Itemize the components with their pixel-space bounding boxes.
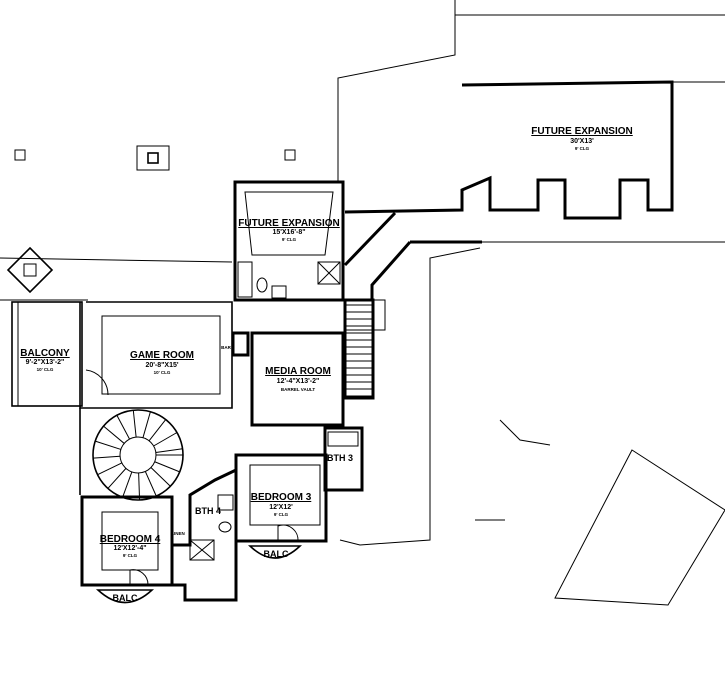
spiral-tread [107,468,127,489]
roof-vents [6,145,296,294]
linen-label: LINEN [171,531,185,536]
spiral-tread [103,425,125,444]
room-ceiling: 10' CLG [154,370,171,375]
spiral-tread [150,467,171,487]
bedroom-4: BEDROOM 4 12'X12'-4" 9' CLG BALC [80,495,174,604]
room-size: 15'X16'-8" [272,229,305,236]
spiral-tread [154,461,180,473]
detached-structure [554,449,725,606]
room-size: 12'X12'-4" [113,545,146,552]
spiral-stair [79,408,184,501]
room-name: BEDROOM 4 [100,534,161,545]
spiral-tread [132,410,137,438]
room-size: 9'-2"X13'-2" [26,359,65,366]
room-ceiling: 9' CLG [123,553,138,558]
spiral-tread [116,415,130,440]
room-ceiling: 9' CLG [575,146,590,151]
spiral-tread [97,462,123,476]
room-ceiling: 9' CLG [282,237,297,242]
room-ceiling: BARREL VAULT [281,387,316,392]
room-name: GAME ROOM [130,350,194,361]
future-expansion-large: FUTURE EXPANSION 30'X13' 9' CLG [343,80,674,300]
balc-label: BALC [264,549,289,559]
media-room: MEDIA ROOM 12'-4"X13'-2" BARREL VAULT [250,331,345,427]
roof-outline [0,0,725,606]
spiral-tread [142,411,151,438]
room-name: BALCONY [20,348,70,359]
future-expansion-small: FUTURE EXPANSION 15'X16'-8" 9' CLG [233,180,345,302]
bath-4: BTH 4 LINEN [170,455,238,602]
spiral-tread [155,448,183,453]
balc-label: BALC [113,593,138,603]
spiral-tread [153,432,178,447]
spiral-tread [95,440,122,450]
room-ceiling: 10' CLG [37,367,54,372]
spiral-tread [138,472,141,500]
bar-label: BAR [221,345,231,350]
chimney-icon [6,246,54,294]
room-name: BTH 3 [327,453,353,463]
room-size: 30'X13' [570,138,594,145]
main-stair [343,298,386,400]
room-size: 20'-8"X15' [145,362,178,369]
room-name: FUTURE EXPANSION [531,126,633,137]
spiral-tread [148,419,167,442]
room-size: 12'-4"X13'-2" [277,378,320,385]
room-name: BEDROOM 3 [251,492,312,503]
spiral-tread [93,455,121,459]
room-name: BTH 4 [195,506,221,516]
spiral-tread [122,471,133,498]
room-ceiling: 9' CLG [274,512,289,517]
room-name: FUTURE EXPANSION [238,218,340,229]
room-name: MEDIA ROOM [265,366,331,377]
spiral-tread [144,471,157,497]
bath-3: BTH 3 [323,426,364,492]
room-size: 12'X12' [269,504,293,511]
game-room: GAME ROOM 20'-8"X15' 10' CLG BAR [79,301,250,409]
balcony: BALCONY 9'-2"X13'-2" 10' CLG [11,301,83,407]
bedroom-3: BEDROOM 3 12'X12' 9' CLG BALC [234,453,328,559]
